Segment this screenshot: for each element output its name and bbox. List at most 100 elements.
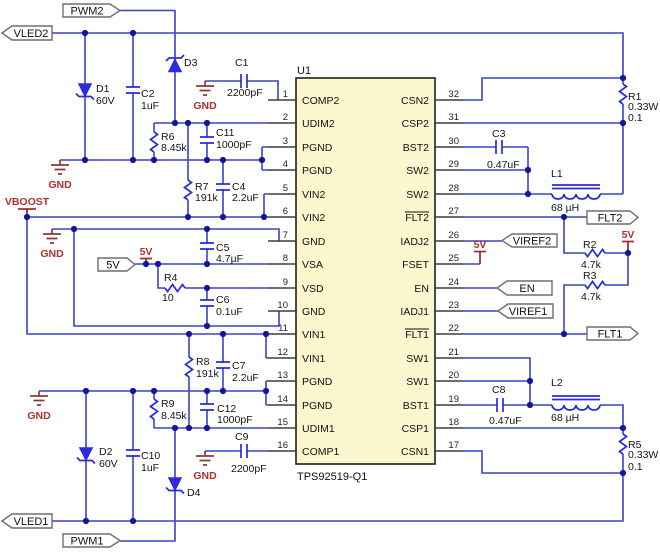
- svg-text:2200pF: 2200pF: [231, 463, 267, 475]
- diode-D4: D4: [165, 477, 201, 499]
- svg-text:CSP2: CSP2: [402, 118, 430, 130]
- svg-text:1000pF: 1000pF: [216, 139, 252, 151]
- power-symbols: GND GND GND GND GND VBOOST 5V 5V: [5, 80, 634, 482]
- svg-text:1000pF: 1000pF: [217, 414, 253, 426]
- inductor-L2: L2 68 µH: [551, 377, 601, 424]
- svg-text:8: 8: [283, 253, 288, 264]
- svg-text:FLT2: FLT2: [598, 213, 623, 225]
- svg-text:10: 10: [277, 300, 288, 311]
- svg-text:PGND: PGND: [302, 165, 333, 177]
- svg-text:60V: 60V: [99, 458, 118, 470]
- svg-text:D2: D2: [99, 446, 113, 458]
- svg-text:4.7µF: 4.7µF: [216, 253, 243, 265]
- svg-text:191k: 191k: [196, 368, 220, 380]
- svg-text:0.1: 0.1: [628, 461, 643, 473]
- flag-vled2: VLED2: [0, 25, 53, 41]
- svg-text:28: 28: [448, 183, 459, 194]
- capacitor-C9: C9 2200pF: [231, 431, 267, 475]
- gnd-symbol-4: GND: [27, 390, 51, 422]
- svg-text:C11: C11: [216, 127, 235, 139]
- resistor-R5: R5 0.33W 0.1: [618, 433, 658, 473]
- svg-text:23: 23: [448, 300, 459, 311]
- svg-text:C1: C1: [235, 57, 249, 69]
- svg-text:PWM1: PWM1: [71, 536, 104, 548]
- svg-text:EN: EN: [414, 283, 429, 295]
- svg-text:0.33W: 0.33W: [628, 101, 658, 113]
- resistor-R7: R7 191k: [183, 179, 219, 204]
- svg-text:4.7k: 4.7k: [581, 259, 602, 271]
- capacitor-C12: C12 1000pF: [199, 403, 253, 426]
- svg-text:10: 10: [162, 292, 174, 304]
- gnd-symbol-5: GND: [193, 450, 217, 482]
- svg-text:0.47uF: 0.47uF: [487, 159, 520, 171]
- svg-text:3: 3: [283, 136, 288, 147]
- svg-text:BST2: BST2: [403, 142, 429, 154]
- svg-text:SW1: SW1: [406, 376, 429, 388]
- svg-text:21: 21: [448, 347, 459, 358]
- svg-text:4: 4: [283, 159, 288, 170]
- svg-text:C4: C4: [232, 181, 246, 193]
- capacitor-C11: C11 1000pF: [199, 127, 252, 151]
- svg-text:FLT1: FLT1: [598, 329, 623, 341]
- svg-text:SW1: SW1: [406, 353, 429, 365]
- svg-text:0.47uF: 0.47uF: [489, 415, 522, 427]
- svg-text:11: 11: [278, 323, 288, 334]
- svg-text:25: 25: [448, 253, 459, 264]
- svg-text:26: 26: [448, 230, 459, 241]
- flag-5v: 5V: [97, 257, 137, 272]
- svg-text:8.45k: 8.45k: [161, 142, 187, 154]
- 5v-power-symbol-3: 5V: [622, 229, 634, 253]
- svg-text:R6: R6: [161, 131, 175, 143]
- inductor-L1: L1 68 µH: [551, 168, 601, 214]
- svg-text:D3: D3: [184, 57, 198, 69]
- svg-text:PWM2: PWM2: [71, 6, 104, 18]
- svg-text:9: 9: [283, 277, 288, 288]
- svg-text:R4: R4: [164, 272, 178, 284]
- svg-text:PGND: PGND: [302, 400, 333, 412]
- gnd-symbol-3: GND: [40, 228, 64, 260]
- svg-text:PGND: PGND: [302, 376, 333, 388]
- flag-vled1: VLED1: [0, 513, 53, 529]
- svg-text:R2: R2: [583, 239, 597, 251]
- svg-text:VIREF1: VIREF1: [509, 306, 548, 318]
- svg-text:VIN1: VIN1: [302, 329, 326, 341]
- svg-text:GND: GND: [48, 179, 72, 191]
- flag-viref1: VIREF1: [496, 303, 554, 319]
- svg-text:C6: C6: [216, 294, 230, 306]
- svg-text:UDIM1: UDIM1: [302, 423, 335, 435]
- resistor-R8: R8 191k: [184, 356, 220, 380]
- svg-text:8.45k: 8.45k: [161, 410, 187, 422]
- junction-dots: [23, 29, 632, 525]
- capacitor-C1: C1 2200pF: [227, 57, 263, 99]
- 5v-power-symbol-2: 5V: [474, 239, 487, 264]
- svg-text:0.1uF: 0.1uF: [216, 306, 243, 318]
- capacitor-C10: C10 1uF: [125, 449, 160, 474]
- svg-text:15: 15: [277, 417, 288, 428]
- svg-text:14: 14: [277, 394, 288, 405]
- net-flags: VLED2 PWM2 5V VLED1 PWM1 VIREF2 EN VIRE: [0, 3, 640, 548]
- svg-text:13: 13: [277, 370, 288, 381]
- svg-text:L2: L2: [551, 377, 563, 389]
- resistor-R2: R2 4.7k: [581, 239, 606, 271]
- svg-text:PGND: PGND: [302, 142, 333, 154]
- svg-text:BST1: BST1: [403, 400, 429, 412]
- svg-text:VLED2: VLED2: [14, 28, 49, 40]
- svg-text:5V: 5V: [474, 239, 487, 251]
- capacitor-C4: C4 2.2uF: [215, 181, 259, 204]
- svg-text:24: 24: [448, 277, 459, 288]
- capacitor-C8: C8 0.47uF: [489, 384, 522, 427]
- svg-text:R5: R5: [628, 439, 642, 451]
- svg-text:30: 30: [448, 136, 459, 147]
- gnd-symbol-1: GND: [48, 159, 72, 191]
- svg-text:CSN2: CSN2: [401, 95, 429, 107]
- svg-text:2: 2: [283, 112, 288, 123]
- svg-text:1uF: 1uF: [141, 462, 159, 474]
- svg-text:CSP1: CSP1: [402, 423, 430, 435]
- svg-text:68 µH: 68 µH: [551, 202, 579, 214]
- capacitor-C2: C2 1uF: [125, 86, 159, 112]
- vboost-power-symbol: VBOOST: [5, 196, 50, 217]
- svg-text:17: 17: [448, 440, 459, 451]
- flag-en: EN: [495, 280, 553, 296]
